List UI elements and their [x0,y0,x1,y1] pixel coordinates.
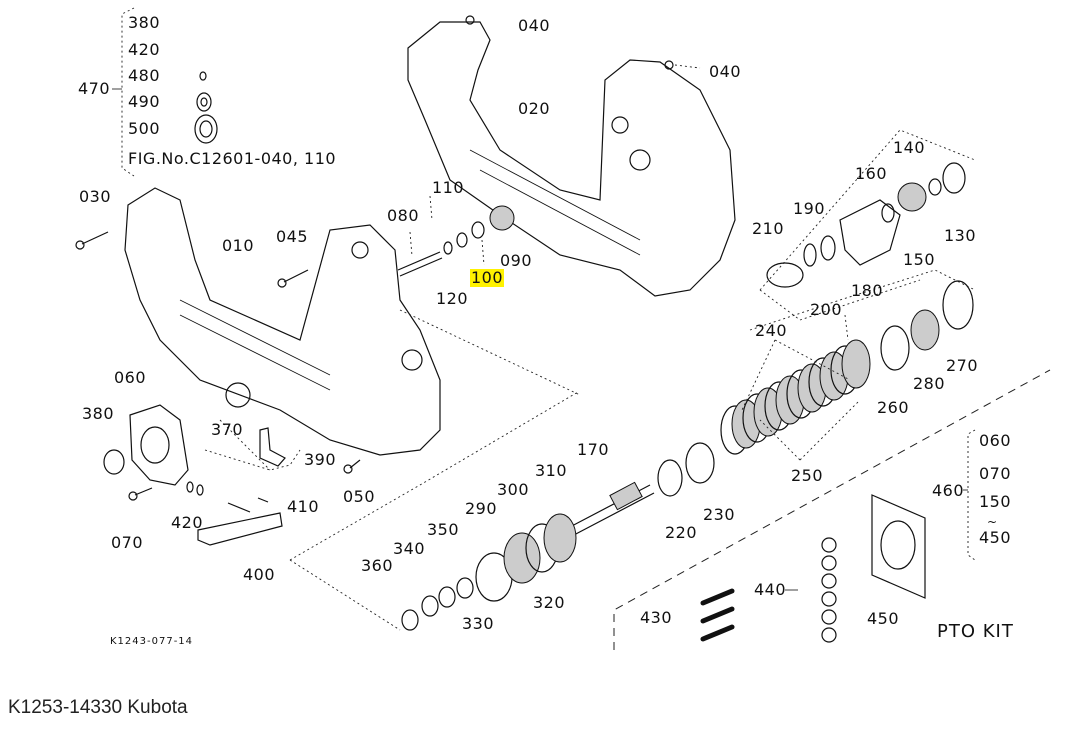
nut [821,573,837,589]
group-460-item: 070 [979,464,1012,483]
part-number-caption: K1253-14330 Kubota [8,697,188,718]
part-label-200[interactable]: 200 [810,300,843,319]
part-label-260[interactable]: 260 [877,398,910,417]
part-label-430[interactable]: 430 [640,608,673,627]
shaft-080-assembly [397,205,515,277]
part-label-290[interactable]: 290 [465,499,498,518]
part-label-440[interactable]: 440 [754,580,787,599]
part-label-160[interactable]: 160 [855,164,888,183]
part-label-040[interactable]: 040 [518,16,551,35]
clutch-disc [841,339,871,389]
part-label-045[interactable]: 045 [276,227,309,246]
part-label-110[interactable]: 110 [432,178,465,197]
nut [821,609,837,625]
part-label-100-highlighted[interactable]: 100 [470,268,505,287]
part-label-090[interactable]: 090 [500,251,533,270]
seal-500-icon [194,114,218,144]
part-label-250[interactable]: 250 [791,466,824,485]
seal-490-icon [196,92,212,112]
clutch-hub-assembly [759,129,976,321]
part-label-240[interactable]: 240 [755,321,788,340]
part-label-040[interactable]: 040 [709,62,742,81]
parts-diagram: 470 380 420 480 490 500 FIG.No.C12601-04… [75,7,1051,650]
clutch-disc-pack [720,269,976,461]
group-470-item: 480 [128,66,161,85]
transmission-case-020 [407,15,736,297]
bolt-030-icon [75,231,109,250]
part-label-030[interactable]: 030 [79,187,112,206]
group-470-item: 490 [128,92,161,111]
group-460-item: 450 [979,528,1012,547]
part-label-140[interactable]: 140 [893,138,926,157]
brake-disc-assembly [289,391,579,631]
group-460-item: 060 [979,431,1012,450]
group-470-item: 500 [128,119,161,138]
part-label-320[interactable]: 320 [533,593,566,612]
part-label-010[interactable]: 010 [222,236,255,255]
part-label-390[interactable]: 390 [304,450,337,469]
pto-kit-region [613,369,1051,650]
part-label-210[interactable]: 210 [752,219,785,238]
part-label-360[interactable]: 360 [361,556,394,575]
part-label-020[interactable]: 020 [518,99,551,118]
nut [821,555,837,571]
group-460-range-sign: ~ [987,515,998,529]
part-label-300[interactable]: 300 [497,480,530,499]
part-label-190[interactable]: 190 [793,199,826,218]
part-label-060[interactable]: 060 [114,368,147,387]
part-label-230[interactable]: 230 [703,505,736,524]
part-label-180[interactable]: 180 [851,281,884,300]
group-460-item: 150 [979,492,1012,511]
part-label-330[interactable]: 330 [462,614,495,633]
spring-pin [700,588,735,606]
figure-reference: FIG.No.C12601-040, 110 [128,149,337,168]
kit-title: PTO KIT [937,621,1014,642]
part-label-310[interactable]: 310 [535,461,568,480]
nut [821,591,837,607]
group-470-item: 420 [128,40,161,59]
exploded-view-drawing [75,7,1051,650]
group-470-label: 470 [78,79,111,98]
part-label-380[interactable]: 380 [82,404,115,423]
part-label-080[interactable]: 080 [387,206,420,225]
part-label-150[interactable]: 150 [903,250,936,269]
transmission-case-010 [124,187,441,456]
group-470-bracket [112,7,135,177]
bolt-045-icon [277,269,309,288]
part-label-410[interactable]: 410 [287,497,320,516]
group-470-item: 380 [128,13,161,32]
part-label-120[interactable]: 120 [436,289,469,308]
part-label-280[interactable]: 280 [913,374,946,393]
spring-pin [700,624,735,642]
group-460-label: 460 [932,481,965,500]
part-label-220[interactable]: 220 [665,523,698,542]
part-label-420[interactable]: 420 [171,513,204,532]
part-label-130[interactable]: 130 [944,226,977,245]
part-label-370[interactable]: 370 [211,420,244,439]
part-label-270[interactable]: 270 [946,356,979,375]
spring-pin [700,606,735,624]
part-label-340[interactable]: 340 [393,539,426,558]
bolt-050-icon [343,459,361,474]
part-label-070[interactable]: 070 [111,533,144,552]
part-label-450[interactable]: 450 [867,609,900,628]
drawing-code: K1243-077-14 [110,636,194,647]
seal-480-icon [199,71,207,81]
part-label-350[interactable]: 350 [427,520,460,539]
part-label-050[interactable]: 050 [343,487,376,506]
part-label-400[interactable]: 400 [243,565,276,584]
nut [821,627,837,643]
part-label-170[interactable]: 170 [577,440,610,459]
nut [821,537,837,553]
pto-shaft-170 [567,442,715,537]
cover-060 [103,309,581,546]
